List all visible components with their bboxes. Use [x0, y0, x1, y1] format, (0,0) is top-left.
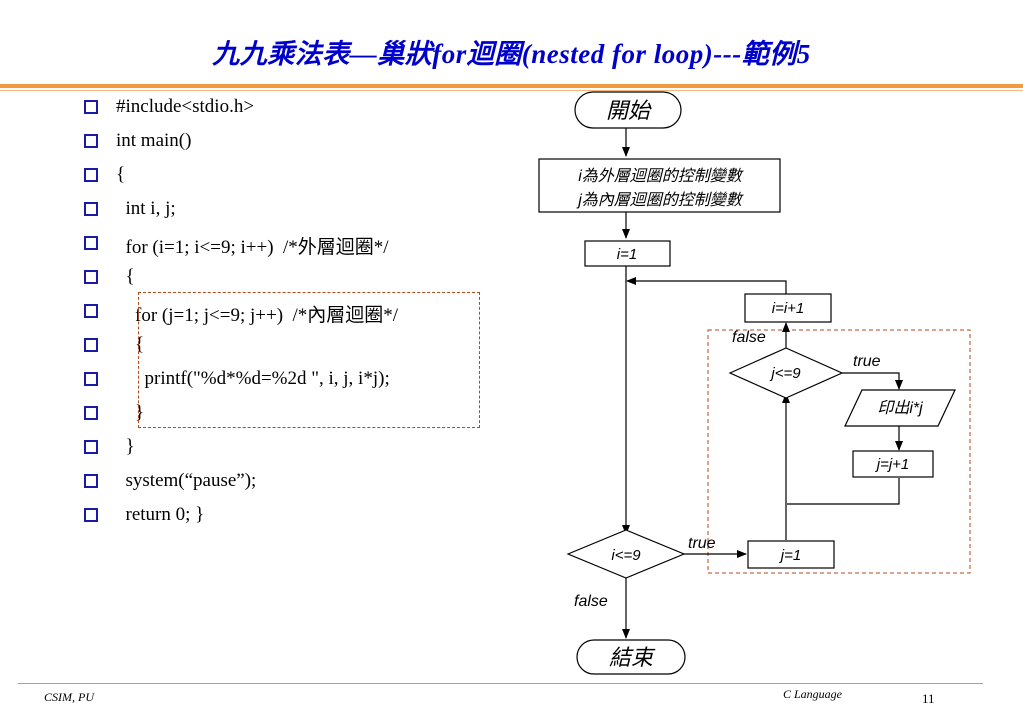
- cond-i-diamond: i<=9: [566, 529, 686, 579]
- slide-title: 九九乘法表—巢狀for迴圈(nested for loop)---範例5: [212, 39, 811, 69]
- footer-org: CSIM, PU: [44, 690, 94, 704]
- inner-loop-highlight: [138, 292, 480, 428]
- false-label-i: false: [574, 593, 608, 610]
- page-number: 11: [922, 691, 935, 706]
- bullet-icon: [84, 270, 98, 284]
- bullet-icon: [84, 406, 98, 420]
- title-rule: [0, 84, 1023, 88]
- start-label: 開始: [606, 98, 652, 123]
- bullet-icon: [84, 304, 98, 318]
- start-terminal: 開始: [574, 91, 682, 129]
- bullet-icon: [84, 236, 98, 250]
- true-label-j: true: [853, 353, 881, 370]
- end-label: 結束: [609, 645, 656, 670]
- bullet-icon: [84, 338, 98, 352]
- init-j-label: j=1: [779, 547, 801, 564]
- bullet-icon: [84, 508, 98, 522]
- print-parallelogram: 印出i*j: [844, 389, 956, 427]
- footer-rule: [18, 683, 983, 684]
- increment-j-box: j=j+1: [852, 450, 934, 478]
- init-j-box: j=1: [747, 540, 835, 569]
- init-i-box: i=1: [584, 240, 671, 267]
- variable-note-box: i為外層迴圈的控制變數 j為內層迴圈的控制變數: [538, 158, 781, 213]
- cond-j-diamond: j<=9: [728, 347, 844, 399]
- end-terminal: 結束: [576, 639, 686, 675]
- increment-j-label: j=j+1: [875, 456, 910, 473]
- bullet-icon: [84, 100, 98, 114]
- init-i-label: i=1: [617, 246, 637, 263]
- cond-i-label: i<=9: [611, 547, 641, 564]
- footer-course: C Language: [783, 687, 843, 701]
- increment-i-box: i=i+1: [744, 293, 832, 323]
- cond-j-label: j<=9: [769, 365, 801, 382]
- bullet-icon: [84, 134, 98, 148]
- false-label-j: false: [732, 329, 766, 346]
- print-label: 印出i*j: [877, 399, 923, 417]
- bullet-icon: [84, 168, 98, 182]
- bullet-icon: [84, 474, 98, 488]
- title-rule-thin: [0, 90, 1023, 91]
- bullet-icon: [84, 440, 98, 454]
- flow-connectors: [622, 128, 903, 639]
- note-line-2: j為內層迴圈的控制變數: [576, 191, 744, 209]
- true-label-i: true: [688, 535, 716, 552]
- bullet-icon: [84, 202, 98, 216]
- note-line-1: i為外層迴圈的控制變數: [578, 167, 744, 185]
- increment-i-label: i=i+1: [772, 300, 805, 317]
- bullet-icon: [84, 372, 98, 386]
